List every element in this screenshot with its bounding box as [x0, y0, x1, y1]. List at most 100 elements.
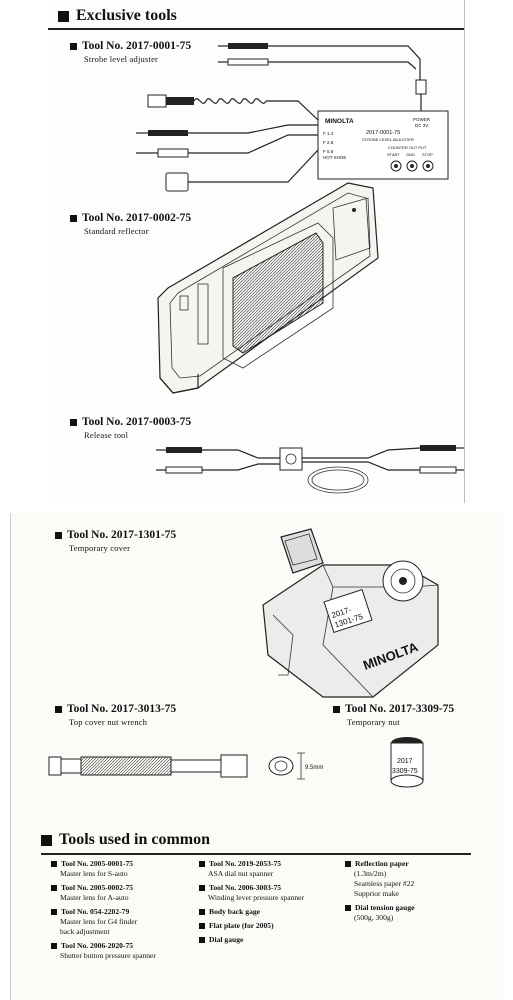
tool-name-extra: Supprior make — [354, 889, 399, 898]
tool-name: Shutter button pressure spanner — [60, 951, 156, 960]
svg-text:START: START — [387, 152, 400, 157]
tool-name-extra: Seamless paper #22 — [354, 879, 415, 888]
release-tool-illustration — [156, 445, 464, 494]
release-switch — [279, 447, 303, 471]
tool-name: (1.3m/2m) — [354, 869, 387, 878]
tool-name: Master lens for S-auto — [60, 869, 128, 878]
svg-text:3309-75: 3309-75 — [392, 768, 418, 775]
section-title: Tools used in common — [59, 831, 210, 848]
svg-text:DC 3V: DC 3V — [415, 123, 428, 128]
section-heading: Exclusive tools — [58, 7, 177, 25]
bullet — [199, 937, 205, 943]
tool-number: Tool No. 2017-0003-75 — [82, 416, 192, 428]
tool-number: Tool No. 2017-0002-75 — [82, 212, 192, 224]
svg-text:GND: GND — [406, 152, 415, 157]
tool-entry: Tool No. 2017-0001-75 Strobe level adjus… — [70, 40, 191, 64]
bullet — [199, 861, 205, 867]
bullet — [70, 418, 77, 426]
svg-text:F 2.8: F 2.8 — [323, 140, 334, 145]
tool-entry: Tool No. 2017-0002-75 Standard reflector — [70, 212, 191, 236]
temporary-nut-illustration: 2017 3309-75 — [390, 737, 424, 788]
common-tool-entry: Tool No. 054-2202-79 Master lens for G4 … — [51, 907, 156, 937]
tool-number: Dial gauge — [209, 935, 244, 944]
tool-name: Standard reflector — [84, 226, 149, 236]
tool-number: Tool No. 054-2202-79 — [61, 907, 130, 916]
common-tool-entry: Tool No. 2005-0001-75 Master lens for S-… — [51, 859, 156, 879]
heading-rule — [48, 28, 464, 30]
bullet — [51, 909, 57, 915]
common-tool-entry: Dial tension gauge (500g, 300g) — [345, 903, 415, 923]
tool-name: Temporary cover — [69, 543, 131, 553]
tool-number: Flat plate (for 2005) — [209, 921, 274, 930]
bullet — [199, 923, 205, 929]
tool-name: Master lens for A-auto — [60, 893, 129, 902]
common-tool-entry: Body back gage — [199, 907, 304, 917]
tool-entry: Tool No. 2017-0003-75 Release tool — [70, 416, 191, 440]
svg-text:COUNTER OUT PUT: COUNTER OUT PUT — [388, 145, 427, 150]
tool-entry: Tool No. 2017-1301-75 Temporary cover — [55, 529, 176, 553]
common-tool-entry: Flat plate (for 2005) — [199, 921, 304, 931]
tool-number: Tool No. 2006-3003-75 — [209, 883, 282, 892]
plug-white — [227, 58, 269, 66]
tool-entry: Tool No. 2017-3013-75 Top cover nut wren… — [55, 703, 176, 727]
tool-number: Tool No. 2017-1301-75 — [67, 529, 177, 541]
bullet — [345, 905, 351, 911]
tool-name: Master lens for G4 finder — [60, 917, 138, 926]
common-tool-entry: Tool No. 2019-2053-75 ASA dial nut spann… — [199, 859, 304, 879]
manual-page-common-tools: Tool No. 2017-1301-75 Temporary cover 20… — [10, 513, 504, 1000]
svg-text:MINOLTA: MINOLTA — [325, 118, 354, 125]
tool-name: Temporary nut — [347, 717, 400, 727]
bullet — [199, 909, 205, 915]
tool-name: Strobe level adjuster — [84, 54, 159, 64]
bullet — [70, 214, 77, 222]
svg-text:STOP: STOP — [422, 152, 433, 157]
tool-name: ASA dial nut spanner — [208, 869, 274, 878]
common-tools-column-1: Tool No. 2005-0001-75 Master lens for S-… — [51, 859, 156, 965]
common-tool-entry: Dial gauge — [199, 935, 304, 945]
adjuster-panel: MINOLTA POWER DC 3V 2017-0001-75 STROBE … — [317, 110, 449, 180]
tool-number: Tool No. 2005-0001-75 — [61, 859, 134, 868]
common-tool-entry: Tool No. 2006-2020-75 Shutter button pre… — [51, 941, 156, 961]
tool-name-line2: back adjustment — [60, 927, 110, 936]
svg-text:2017: 2017 — [397, 758, 413, 765]
heading-bullet — [58, 10, 69, 22]
tool-number: Tool No. 2017-3013-75 — [67, 703, 177, 715]
svg-text:F 1.4: F 1.4 — [323, 131, 334, 136]
tool-number: Tool No. 2019-2053-75 — [209, 859, 282, 868]
section-heading: Tools used in common — [41, 831, 210, 849]
bullet — [51, 943, 57, 949]
common-tool-entry: Tool No. 2006-3003-75 Winding lever pres… — [199, 883, 304, 903]
sync-plug — [147, 94, 167, 108]
bullet — [70, 42, 77, 50]
bullet — [55, 705, 62, 713]
common-tool-entry: Reflection paper (1.3m/2m) Seamless pape… — [345, 859, 415, 899]
bullet — [333, 705, 340, 713]
tool-number: Dial tension gauge — [355, 903, 415, 912]
section-title: Exclusive tools — [76, 7, 177, 24]
svg-text:F 5.6: F 5.6 — [323, 149, 334, 154]
power-connector — [415, 79, 427, 95]
tool-number: Tool No. 2006-2020-75 — [61, 941, 134, 950]
bullet — [345, 861, 351, 867]
reflector-surface — [232, 232, 324, 354]
camera-top-cover-illustration: 2017- 1301-75 MINOLTA — [262, 528, 439, 698]
standard-reflector-illustration — [157, 182, 379, 394]
manual-page-exclusive-tools: Exclusive tools Tool No. 2017-0001-75 St… — [48, 0, 465, 504]
common-tool-entry: Tool No. 2005-0002-75 Master lens for A-… — [51, 883, 156, 903]
bullet — [51, 885, 57, 891]
svg-text:9.5mm: 9.5mm — [305, 765, 323, 771]
tool-name: Top cover nut wrench — [69, 717, 148, 727]
tool-name: Winding lever pressure spanner — [208, 893, 305, 902]
plug-black — [228, 43, 268, 49]
bullet — [199, 885, 205, 891]
svg-text:HOT SHOE: HOT SHOE — [323, 155, 346, 160]
common-tools-column-2: Tool No. 2019-2053-75 ASA dial nut spann… — [199, 859, 304, 949]
tool-number: Reflection paper — [355, 859, 409, 868]
strobe-level-adjuster-illustration: MINOLTA POWER DC 3V 2017-0001-75 STROBE … — [136, 43, 449, 192]
svg-text:2017-0001-75: 2017-0001-75 — [366, 130, 400, 136]
heading-rule — [41, 853, 471, 855]
common-tools-column-3: Reflection paper (1.3m/2m) Seamless pape… — [345, 859, 415, 927]
heading-bullet — [41, 834, 52, 846]
bullet — [55, 531, 62, 539]
tool-number: Tool No. 2017-0001-75 — [82, 40, 192, 52]
